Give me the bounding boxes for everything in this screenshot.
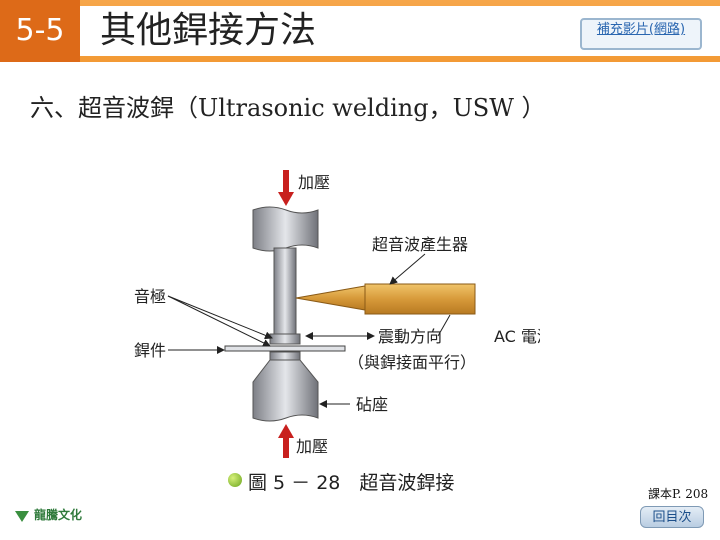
label-horn: 音極 <box>134 287 166 306</box>
label-workpiece: 銲件 <box>134 341 166 360</box>
workpiece-sheets <box>224 345 346 352</box>
label-ac-power: AC 電源 <box>494 327 540 346</box>
section-number: 5-5 <box>0 0 80 62</box>
label-pressure-top: 加壓 <box>298 173 330 192</box>
label-pressure-bottom: 加壓 <box>296 437 328 456</box>
bottom-pressure-arrow <box>278 424 294 458</box>
label-transducer: 超音波產生器 <box>372 235 468 254</box>
anvil-body <box>252 359 319 422</box>
horn-shaft <box>273 247 297 335</box>
usw-diagram: 加壓 超音波產生器 音極 銲件 震動方向 AC 電源 （與銲接面平行） 砧座 加… <box>134 170 540 458</box>
label-anvil: 砧座 <box>356 395 388 414</box>
publisher-logo-text: 龍騰文化 <box>34 508 83 522</box>
section-heading: 六、超音波銲（Ultrasonic welding，USW ） <box>30 94 546 122</box>
publisher-logo-icon <box>15 510 29 522</box>
publisher-logo: 龍騰文化 <box>14 506 82 524</box>
caption-bullet-icon <box>228 473 242 487</box>
back-to-toc-button[interactable]: 回目次 <box>640 506 704 528</box>
anvil-top <box>269 351 301 361</box>
label-parallel-note: （與銲接面平行） <box>348 353 476 372</box>
top-pressure-arrow <box>278 170 294 206</box>
transducer-cone <box>295 285 366 311</box>
transducer-body <box>364 283 476 315</box>
upper-clamp <box>252 206 319 252</box>
horn-tip <box>269 333 301 345</box>
textbook-page-ref: 課本P. 208 <box>648 487 709 501</box>
page-title: 其他銲接方法 <box>100 10 317 51</box>
label-vibration: 震動方向 <box>378 327 442 346</box>
figure-caption: 圖 5 － 28 超音波銲接 <box>248 472 455 494</box>
supplement-video-link[interactable]: 補充影片(網路) <box>580 18 702 50</box>
